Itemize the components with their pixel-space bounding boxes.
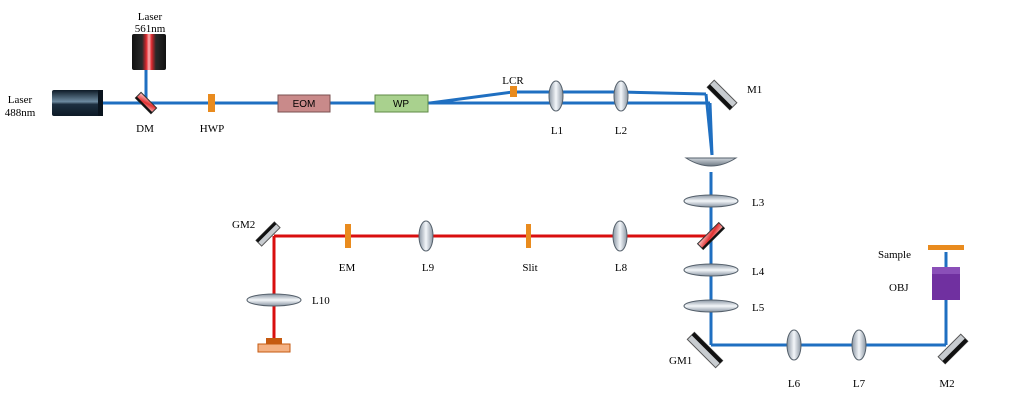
l2-label: L2 — [615, 125, 627, 137]
l1-label: L1 — [551, 125, 563, 137]
lens-l2 — [613, 80, 629, 112]
l3-label: L3 — [752, 197, 765, 209]
lens-l7 — [851, 329, 867, 361]
m2-label: M2 — [939, 378, 954, 390]
dichroic-mirror-dm — [134, 91, 158, 115]
curved-mirror — [684, 157, 738, 167]
emission-filter — [345, 224, 351, 248]
dm-label: DM — [136, 123, 154, 135]
lens-l10 — [246, 293, 302, 307]
lens-l5 — [683, 299, 739, 313]
laser-488-source — [52, 90, 103, 116]
objective-lens — [932, 267, 960, 300]
l9-label: L9 — [422, 262, 435, 274]
mirror-m2 — [937, 333, 969, 365]
laser-561-label-line1: Laser — [138, 11, 163, 23]
em-label: EM — [339, 262, 356, 274]
l8-label: L8 — [615, 262, 628, 274]
lens-l9 — [418, 220, 434, 252]
m1-label: M1 — [747, 84, 762, 96]
lens-l4 — [683, 263, 739, 277]
hwp-label: HWP — [200, 123, 224, 135]
wp-box: WP — [374, 94, 429, 113]
gm2-label: GM2 — [232, 219, 255, 231]
l5-label: L5 — [752, 302, 765, 314]
galvo-mirror-gm1 — [686, 331, 724, 369]
emission-beam-path — [272, 234, 711, 340]
laser-488-label-line2: 488nm — [5, 107, 36, 119]
eom-label: EOM — [293, 99, 316, 110]
slit — [526, 224, 531, 248]
detector — [257, 338, 291, 353]
excitation-beam-path — [103, 48, 948, 347]
dichroic-mirror-emission — [696, 221, 726, 251]
obj-label: OBJ — [889, 282, 909, 294]
l10-label: L10 — [312, 295, 330, 307]
galvo-mirror-gm2 — [255, 221, 281, 247]
half-wave-plate — [208, 94, 215, 112]
laser-488-label-line1: Laser — [8, 94, 33, 106]
laser-561-label-line2: 561nm — [135, 23, 166, 35]
mirror-m1 — [706, 79, 738, 111]
wp-label: WP — [393, 99, 409, 110]
lcr-plate — [510, 86, 517, 97]
lens-l8 — [612, 220, 628, 252]
l7-label: L7 — [853, 378, 866, 390]
lcr-label: LCR — [502, 75, 524, 87]
l6-label: L6 — [788, 378, 801, 390]
gm1-label: GM1 — [669, 355, 692, 367]
slit-label: Slit — [522, 262, 537, 274]
sample-stage — [928, 245, 964, 250]
lens-l6 — [786, 329, 802, 361]
lens-l3 — [683, 194, 739, 208]
l4-label: L4 — [752, 266, 765, 278]
laser-561-source — [132, 34, 166, 70]
eom-box: EOM — [277, 94, 331, 113]
sample-label: Sample — [878, 249, 911, 261]
lens-l1 — [548, 80, 564, 112]
